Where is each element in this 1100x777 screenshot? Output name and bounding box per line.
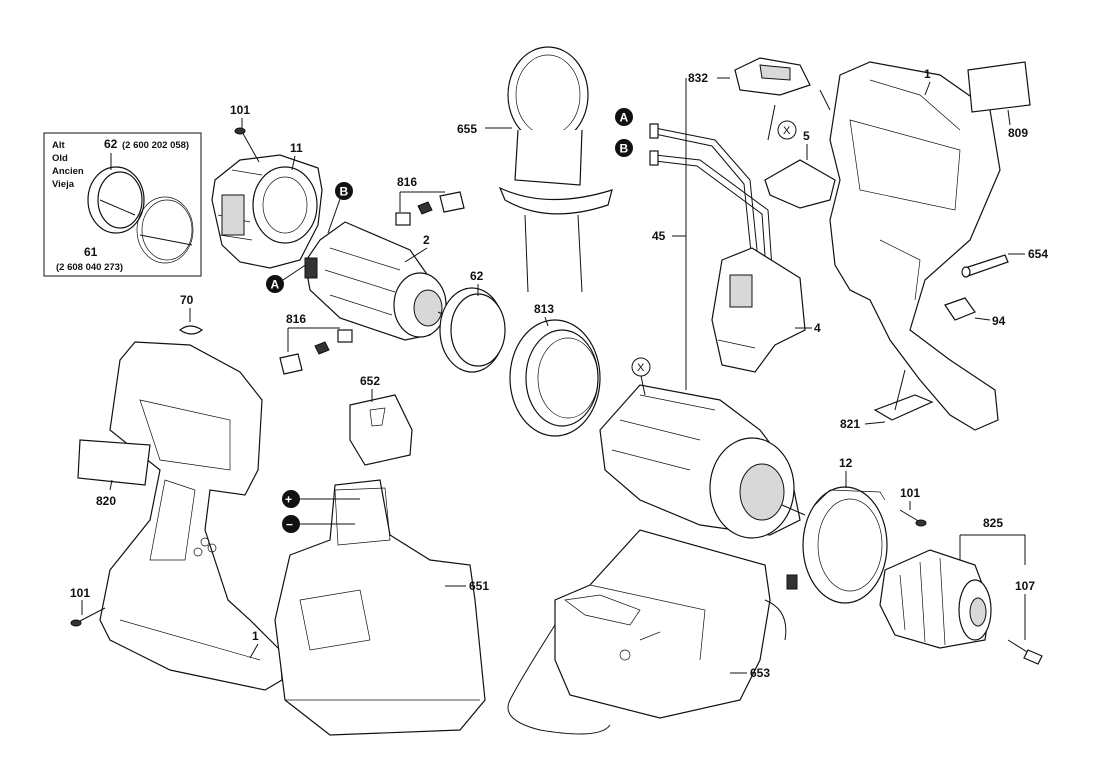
part-11-gear-housing [211,154,323,269]
part-4-switch [711,247,806,373]
callout-70: 70 [180,293,194,307]
part-70-clip [178,325,204,335]
marker-b-switch: B [615,139,633,157]
callout-1-bottom: 1 [252,629,259,643]
part-45-wires [649,123,773,271]
part-x-gearbox [599,384,806,539]
callout-4: 4 [814,321,821,335]
label-plate-821 [873,369,934,421]
part-832-cover [734,57,831,141]
label-plate-809 [967,61,1031,113]
part-652-battery-cap [349,394,413,466]
screw-107 [1007,639,1043,665]
label-plate-820 [77,439,151,486]
callout-61-inset: 61 [84,245,98,259]
svg-text:B: B [620,142,629,156]
part-2-motor [304,221,453,341]
part-1-housing-right [829,61,1001,431]
part-653-charger [507,529,787,735]
callout-62: 62 [470,269,484,283]
callout-101-left: 101 [70,586,90,600]
part-654-bit [961,254,1009,278]
callout-816-top: 816 [397,175,417,189]
svg-text:−: − [286,518,293,532]
callout-653: 653 [750,666,770,680]
terminal-minus-marker: − [282,515,355,533]
svg-text:X: X [783,125,791,137]
callout-651: 651 [469,579,489,593]
svg-text:X: X [637,362,645,374]
callout-107: 107 [1015,579,1035,593]
callout-816-bottom: 816 [286,312,306,326]
callout-652: 652 [360,374,380,388]
callout-832: 832 [688,71,708,85]
callout-45: 45 [652,229,666,243]
inset-lang-2: Old [52,153,68,164]
part-655-aux-handle [498,46,613,293]
callout-825: 825 [983,516,1003,530]
part-651-battery [274,479,486,736]
screw-101-right [899,509,927,527]
part-62-ring [439,287,506,373]
marker-a-switch: A [615,108,633,126]
callout-655: 655 [457,122,477,136]
callout-12: 12 [839,456,853,470]
brush-holder-816-bottom [279,327,353,375]
marker-x-switch: X [777,120,797,140]
callout-809: 809 [1008,126,1028,140]
callout-101-right: 101 [900,486,920,500]
svg-text:+: + [285,493,292,507]
part-813-ring-gear [509,319,601,437]
callout-821: 821 [840,417,860,431]
inset-part-61-number: (2 608 040 273) [56,262,123,273]
svg-text:A: A [271,278,280,292]
callout-820: 820 [96,494,116,508]
svg-text:B: B [340,185,349,199]
callout-2: 2 [423,233,430,247]
callout-94: 94 [992,314,1006,328]
callout-1-top: 1 [924,67,931,81]
callout-101-top: 101 [230,103,250,117]
inset-lang-1: Alt [52,140,66,151]
brush-holder-816-top [395,191,465,226]
callout-654: 654 [1028,247,1048,261]
inset-part-62-number: (2 600 202 058) [122,140,189,151]
inset-lang-4: Vieja [52,179,75,190]
terminal-plus-marker: + [282,490,360,508]
part-825-chuck [879,549,992,649]
svg-text:A: A [620,111,629,125]
inset-lang-3: Ancien [52,166,84,177]
marker-b-motor: B [327,182,353,234]
marker-x-gearbox: X [631,357,651,396]
callout-5: 5 [803,129,810,143]
screw-101-top [234,127,260,163]
callout-813: 813 [534,302,554,316]
callout-62-inset: 62 [104,137,118,151]
circlip-61-inset [136,196,194,264]
part-94-clip [944,297,976,321]
screw-101-left [70,607,106,627]
callout-11: 11 [290,141,303,155]
part-12-front-housing [786,486,888,604]
part-5-switch-cover [764,159,836,209]
inset-old-version-box: Alt Old Ancien Vieja 62 (2 600 202 058) … [43,132,202,277]
